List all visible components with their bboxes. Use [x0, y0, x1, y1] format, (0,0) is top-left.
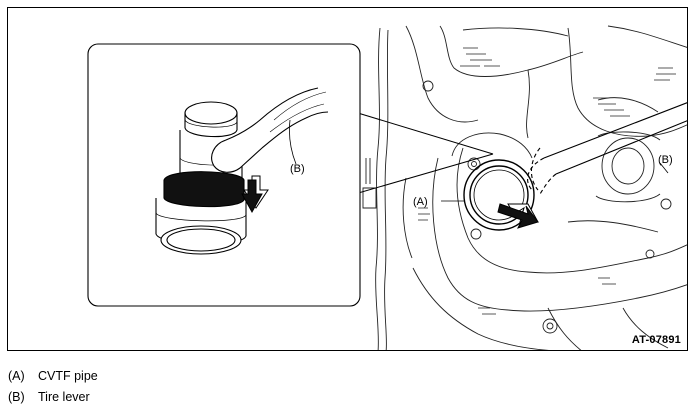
callout-a-main: (A)	[413, 196, 428, 208]
tire-lever-main	[527, 102, 687, 195]
arrow-down-icon	[241, 175, 269, 214]
legend-item-a: (A) CVTF pipe	[8, 369, 98, 384]
callout-b-main: (B)	[658, 154, 673, 166]
illustration-drawing	[87, 25, 687, 350]
cvtf-pipe-main	[463, 159, 535, 231]
figure-id: AT-07891	[631, 334, 681, 346]
callout-b-inset: (B)	[290, 163, 305, 175]
technical-illustration: (B) (A) (B) AT-07891	[7, 7, 688, 351]
legend-key: (A)	[8, 369, 25, 383]
tire-lever-inset	[211, 87, 329, 173]
legend-key: (B)	[8, 390, 25, 404]
transmission-case	[362, 25, 687, 350]
legend-text: CVTF pipe	[38, 369, 98, 383]
legend-text: Tire lever	[38, 390, 90, 404]
inset-pointer-top	[347, 109, 494, 155]
inset-pointer-bottom	[347, 153, 494, 197]
leader-line-b	[659, 162, 669, 174]
inset-leader-line-b	[289, 119, 297, 165]
legend-item-b: (B) Tire lever	[8, 390, 90, 405]
arrow-down-icon	[497, 203, 539, 229]
cvtf-pipe-inset	[155, 101, 247, 255]
